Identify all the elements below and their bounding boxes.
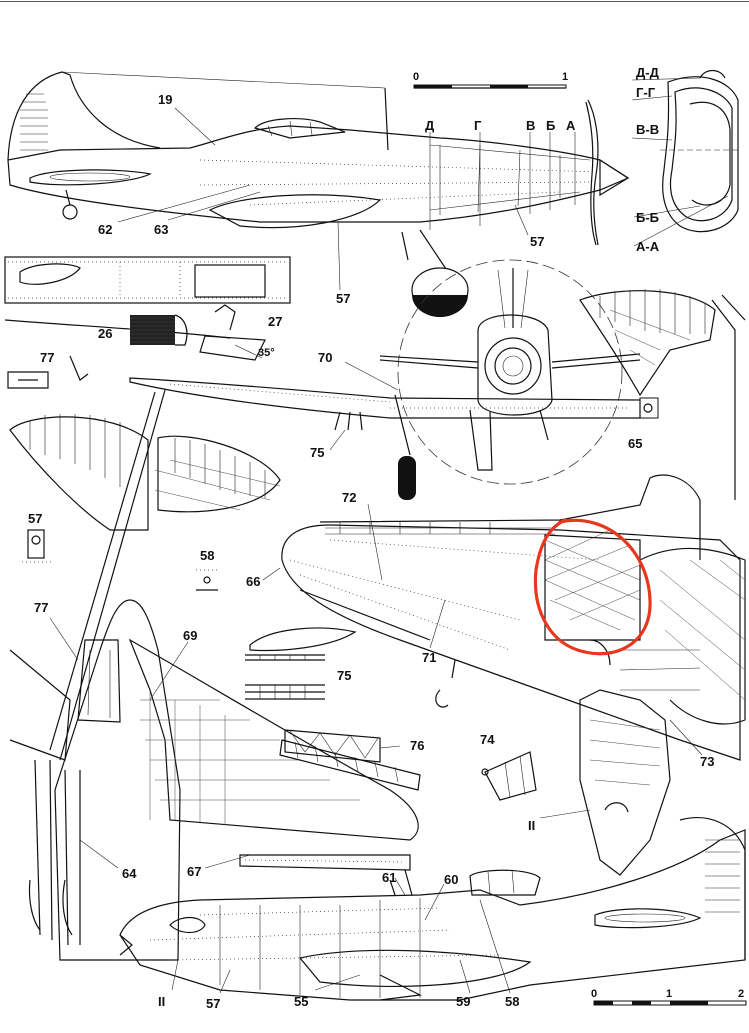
detail-hook [435, 689, 449, 708]
side-view-top [7, 71, 630, 317]
label-70: 70 [318, 350, 332, 365]
label-57-left: 57 [28, 511, 42, 526]
label-58-bottom: 58 [505, 994, 519, 1009]
wing-plan-view [129, 377, 659, 431]
label-II-upper: II [528, 818, 535, 833]
label-77-left: 77 [34, 600, 48, 615]
detail-76-rib [284, 729, 381, 763]
section-a-marker: А [566, 118, 576, 133]
label-71: 71 [422, 650, 436, 665]
label-59: 59 [456, 994, 470, 1009]
label-62: 62 [98, 222, 112, 237]
panel-detail [4, 256, 291, 361]
section-g-marker: Г [474, 118, 482, 133]
label-57-gear: 57 [336, 291, 350, 306]
label-61: 61 [382, 870, 396, 885]
label-57-bottom: 57 [206, 996, 220, 1011]
label-72: 72 [342, 490, 356, 505]
label-55: 55 [294, 994, 308, 1009]
label-26: 26 [98, 326, 112, 341]
scale-bar-bottom: 0 1 2 [591, 988, 747, 1006]
highlight-circle [533, 518, 652, 656]
label-63: 63 [154, 222, 168, 237]
label-65: 65 [628, 436, 642, 451]
label-69: 69 [183, 628, 197, 643]
underside-view [281, 474, 746, 876]
detail-75-flap [245, 627, 357, 700]
label-67: 67 [187, 864, 201, 879]
label-58: 58 [200, 548, 214, 563]
label-76: 76 [410, 738, 424, 753]
scale-bottom-mid: 1 [666, 988, 672, 1000]
detail-77-top [7, 355, 89, 389]
section-label-bb: Б-Б [636, 210, 659, 225]
section-label-gg: Г-Г [636, 85, 656, 100]
label-27: 27 [268, 314, 282, 329]
scale-top-start: 0 [413, 71, 419, 83]
label-73: 73 [700, 754, 714, 769]
detail-57-58-small [22, 529, 218, 591]
label-77-top: 77 [40, 350, 54, 365]
scale-bottom-start: 0 [591, 988, 597, 1000]
scale-top-end: 1 [562, 71, 568, 83]
label-35-deg: 35° [258, 347, 275, 359]
label-64: 64 [122, 866, 137, 881]
section-v-marker: В [526, 118, 535, 133]
plan-view-left [9, 389, 421, 961]
section-label-aa: А-А [636, 239, 660, 254]
detail-74 [481, 751, 537, 801]
side-view-bottom [119, 817, 746, 1001]
label-19: 19 [158, 92, 172, 107]
label-66: 66 [246, 574, 260, 589]
tail-fin-right [579, 289, 746, 500]
label-57-right: 57 [530, 234, 544, 249]
scale-bar-top: 0 1 [413, 71, 568, 89]
label-75-mid: 75 [337, 668, 351, 683]
front-view [379, 259, 641, 500]
label-75-top: 75 [310, 445, 324, 460]
section-label-vv: В-В [636, 122, 659, 137]
label-60: 60 [444, 872, 458, 887]
section-label-dd: Д-Д [636, 65, 660, 80]
cross-sections [631, 69, 739, 247]
label-II-lower: II [158, 994, 165, 1009]
section-b-marker: Б [546, 118, 555, 133]
scale-bottom-end: 2 [738, 988, 744, 1000]
label-74: 74 [480, 732, 495, 747]
section-d-marker: Д [425, 118, 435, 133]
